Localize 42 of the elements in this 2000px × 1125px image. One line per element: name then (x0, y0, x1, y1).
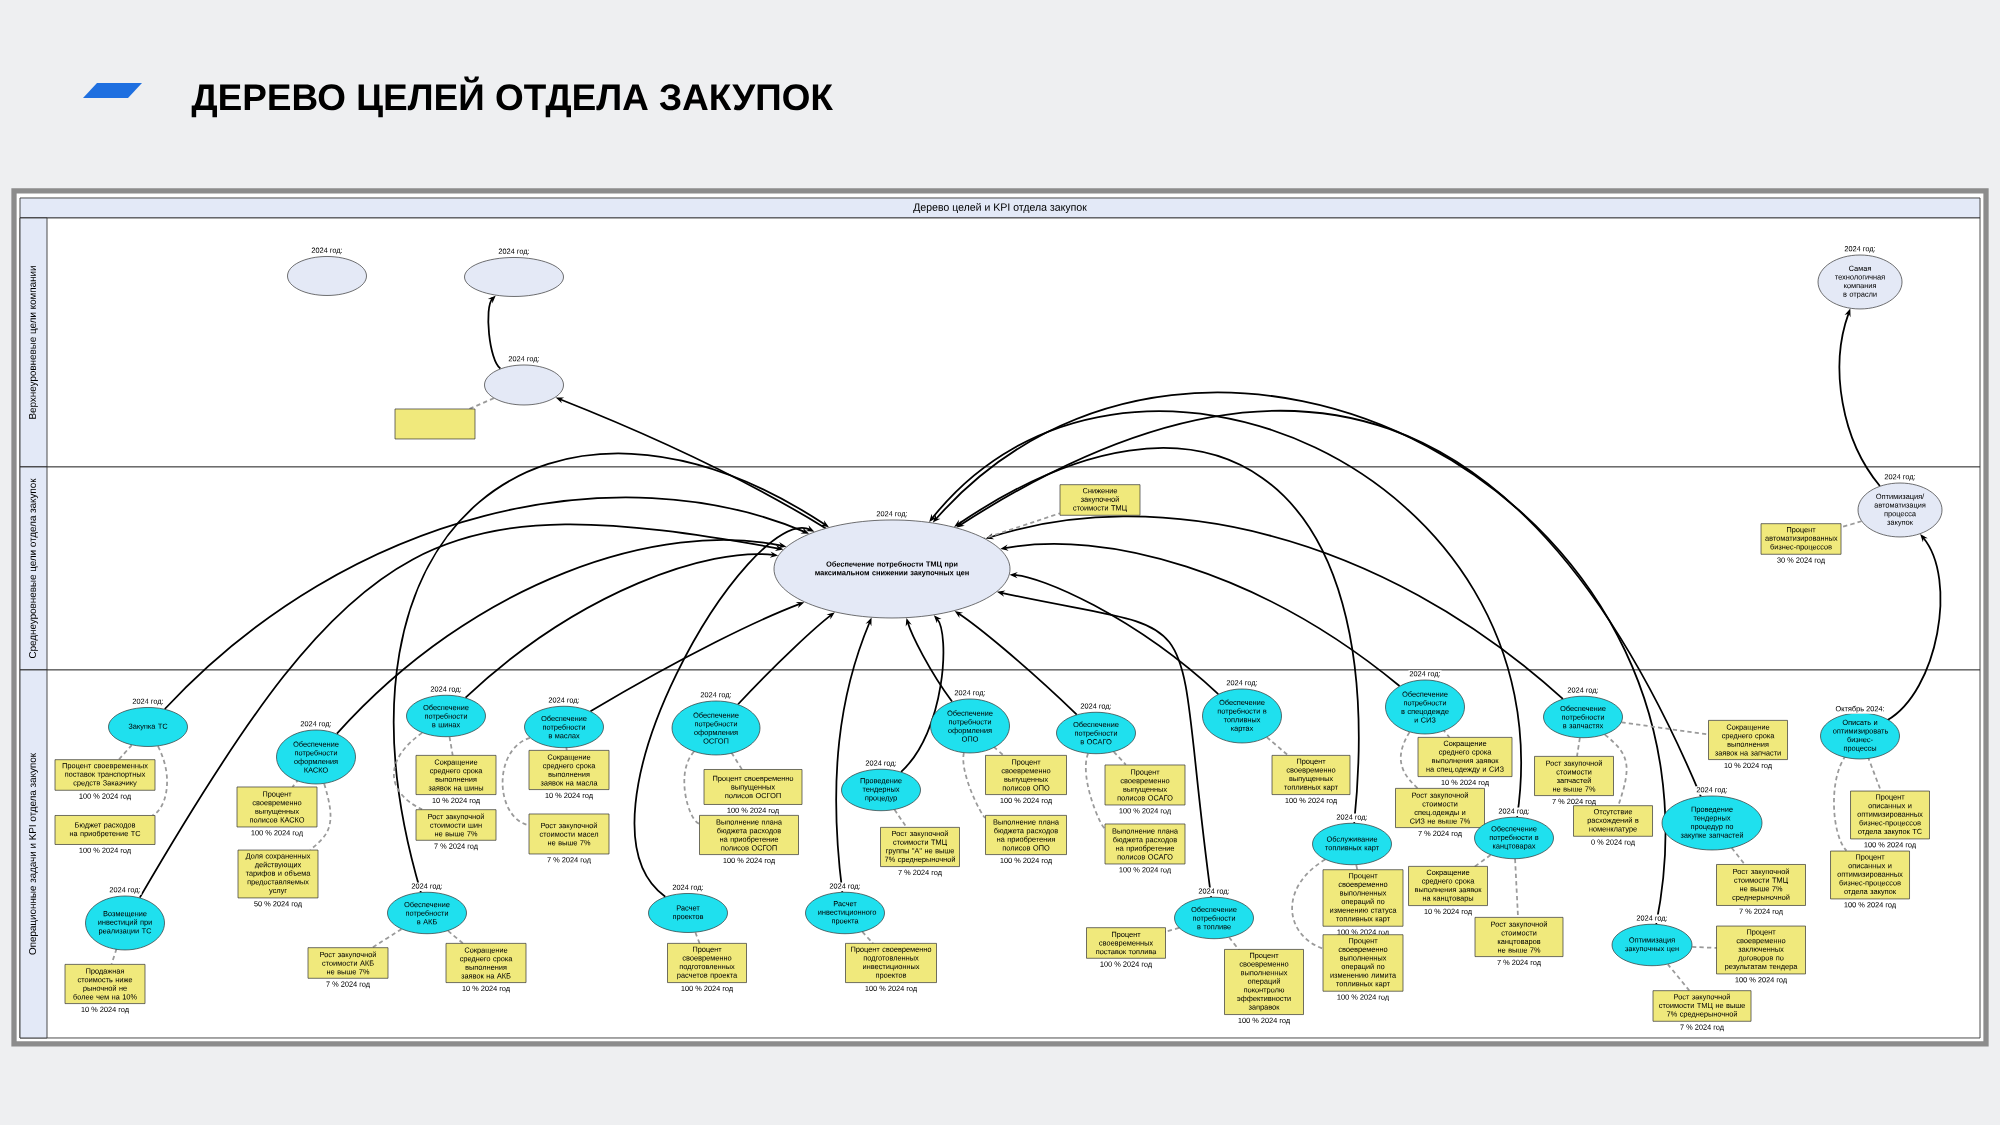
connector-line (730, 752, 743, 770)
connector-line (1576, 737, 1581, 757)
connector-line (962, 752, 987, 819)
slide-title: ДЕРЕВО ЦЕЛЕЙ ОТДЕЛА ЗАКУПОК (191, 76, 833, 118)
connector-line (993, 746, 1005, 756)
kpi-box (394, 408, 476, 440)
arrow (737, 612, 835, 706)
connector-line (393, 731, 423, 811)
connector-line (1399, 731, 1419, 789)
connector-line (1112, 750, 1127, 766)
connector-line (371, 928, 403, 949)
connector-line (118, 744, 133, 761)
connector-line (893, 808, 908, 828)
arrow (1886, 534, 1942, 722)
arrow (929, 411, 1521, 818)
connector-line (1867, 756, 1882, 792)
connector-line (982, 512, 1061, 540)
arrow (954, 447, 1360, 824)
connector-line (1731, 847, 1746, 865)
connector-line (1840, 520, 1863, 529)
arrow (900, 615, 945, 773)
connector-line (1084, 752, 1106, 830)
connector-line (469, 397, 495, 410)
connector-line (1442, 729, 1450, 738)
connector-line (1691, 945, 1718, 949)
connector-line (1514, 858, 1519, 918)
connector-line (861, 931, 874, 944)
connector-line (1266, 736, 1289, 756)
connector-line (110, 948, 118, 965)
connector-line (1291, 858, 1327, 950)
connector-line (448, 736, 454, 756)
connector-line (1833, 755, 1848, 852)
connector-line (1603, 733, 1628, 807)
connector-line (694, 931, 701, 944)
connector-line (1474, 854, 1492, 867)
connector-line (151, 745, 168, 816)
connector-line (1667, 963, 1691, 992)
connector-line (501, 736, 531, 827)
connector-line (683, 750, 701, 825)
connector-line (291, 779, 299, 788)
arrow (392, 452, 829, 894)
connector-line (447, 930, 464, 944)
